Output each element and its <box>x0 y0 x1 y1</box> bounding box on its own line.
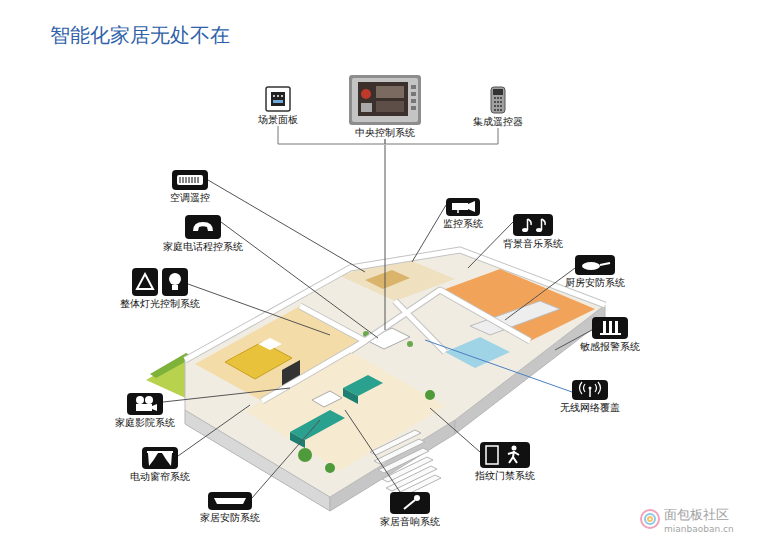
watermark-text: mianbaoban.cn <box>664 524 734 534</box>
system-icon <box>185 215 221 239</box>
system-node: 空调遥控 <box>169 170 211 204</box>
system-icon <box>172 170 208 190</box>
system-label: 敏感报警系统 <box>580 341 640 353</box>
system-label: 家居音响系统 <box>380 516 440 528</box>
system-node: 家居音响系统 <box>379 492 441 528</box>
system-icon <box>490 86 506 114</box>
system-node: 背景音乐系统 <box>502 214 564 250</box>
system-icon <box>575 255 615 275</box>
system-icon <box>132 268 188 296</box>
system-label: 空调遥控 <box>170 192 210 204</box>
system-label: 家庭电话程控系统 <box>163 241 243 253</box>
system-label: 监控系统 <box>443 218 483 230</box>
system-icon <box>513 214 553 236</box>
system-icon <box>265 86 291 112</box>
system-node: 家庭影院系统 <box>114 393 176 429</box>
system-label: 家居安防系统 <box>200 512 260 524</box>
system-icon <box>142 447 178 469</box>
system-node: 中央控制系统 <box>348 75 422 139</box>
watermark-text: 面包板社区 <box>664 506 729 524</box>
house-rooms <box>195 256 595 473</box>
system-label: 整体灯光控制系统 <box>120 298 200 310</box>
system-label: 厨房安防系统 <box>565 277 625 289</box>
system-label: 背景音乐系统 <box>503 238 563 250</box>
system-label: 中央控制系统 <box>355 127 415 139</box>
stairs <box>370 430 441 500</box>
system-node: 指纹门禁系统 <box>474 442 536 482</box>
system-node: 无线网络覆盖 <box>559 380 621 414</box>
house-walls <box>185 250 605 401</box>
system-icon <box>127 393 163 415</box>
system-icon <box>446 198 480 216</box>
system-node: 家居安防系统 <box>199 492 261 524</box>
system-label: 指纹门禁系统 <box>475 470 535 482</box>
house-base <box>185 250 605 511</box>
system-icon <box>480 442 530 468</box>
system-label: 集成遥控器 <box>473 116 523 128</box>
system-node: 电动窗帘系统 <box>129 447 191 483</box>
page-title: 智能化家居无处不在 <box>50 22 230 49</box>
system-node: 敏感报警系统 <box>579 317 641 353</box>
system-node: 监控系统 <box>442 198 484 230</box>
system-icon <box>390 492 430 514</box>
system-icon <box>572 380 608 400</box>
system-label: 无线网络覆盖 <box>560 402 620 414</box>
system-label: 场景面板 <box>258 114 298 126</box>
watermark-logo <box>641 510 659 528</box>
system-node: 整体灯光控制系统 <box>119 268 201 310</box>
system-icon <box>208 492 252 510</box>
system-node: 集成遥控器 <box>472 86 524 128</box>
system-icon <box>592 317 628 339</box>
system-node: 厨房安防系统 <box>564 255 626 289</box>
system-label: 家庭影院系统 <box>115 417 175 429</box>
system-icon <box>349 75 421 125</box>
system-node: 家庭电话程控系统 <box>162 215 244 253</box>
leader-lines <box>163 145 592 498</box>
system-label: 电动窗帘系统 <box>130 471 190 483</box>
system-node: 场景面板 <box>257 86 299 126</box>
